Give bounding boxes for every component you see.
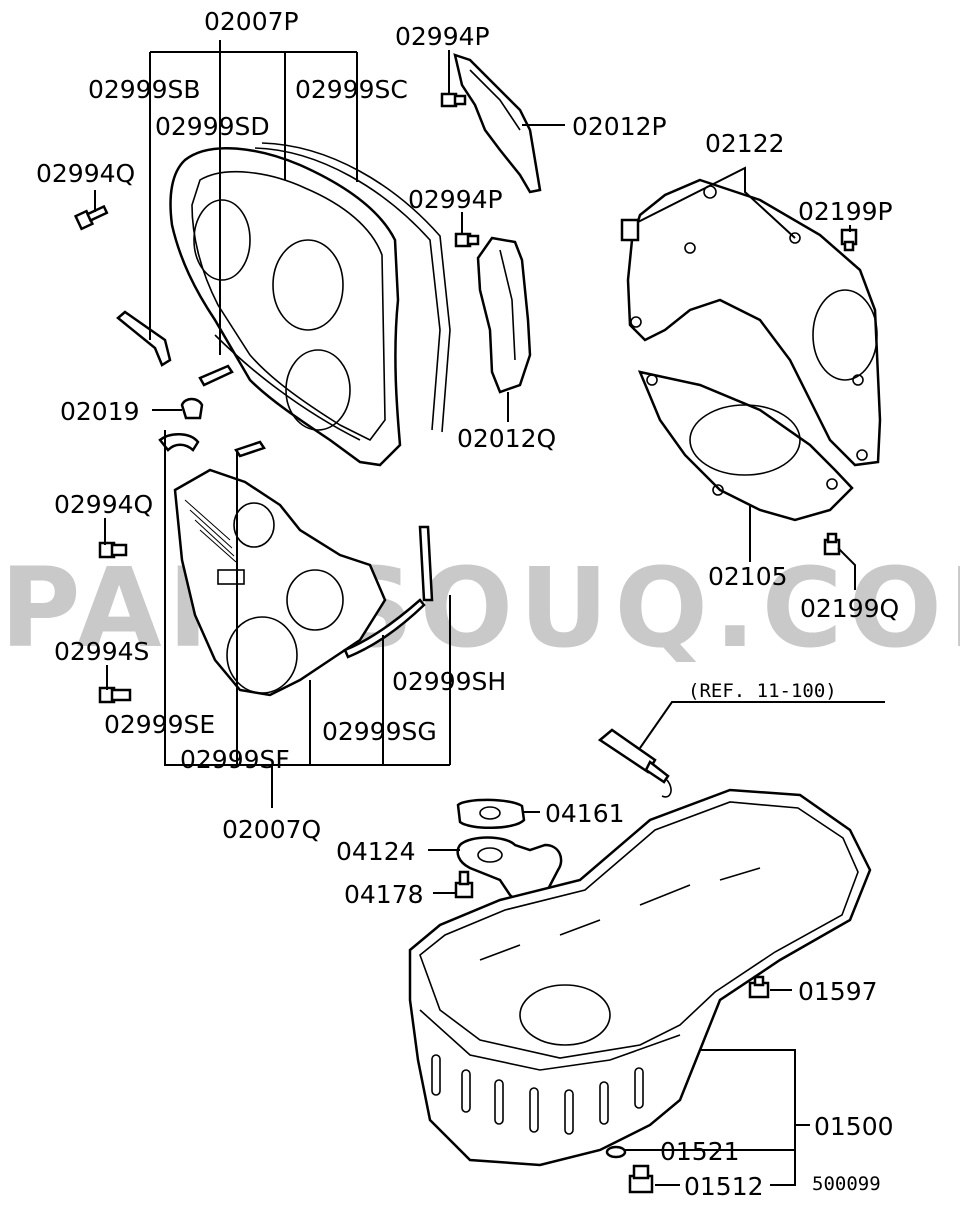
bolt-04178[interactable] <box>454 870 474 899</box>
label-02999SH[interactable]: 02999SH <box>392 667 506 696</box>
upper-timing-cover[interactable] <box>169 142 451 467</box>
bolt-02994P-lower[interactable] <box>454 232 480 248</box>
reference-note: (REF. 11-100) <box>688 680 837 702</box>
label-02007Q[interactable]: 02007Q <box>222 815 321 844</box>
label-02199P[interactable]: 02199P <box>798 197 893 226</box>
bolt-01597[interactable] <box>748 975 770 999</box>
oil-pan-01500[interactable] <box>408 788 872 1167</box>
bolt-02199Q[interactable] <box>823 532 841 556</box>
label-02994Q-lower[interactable]: 02994Q <box>54 490 153 519</box>
label-01512[interactable]: 01512 <box>684 1172 764 1201</box>
label-02019[interactable]: 02019 <box>60 397 140 426</box>
label-02994Q-upper[interactable]: 02994Q <box>36 159 135 188</box>
bolt-02994P-upper[interactable] <box>440 92 467 108</box>
label-02999SE[interactable]: 02999SE <box>104 710 215 739</box>
label-02012Q[interactable]: 02012Q <box>457 424 556 453</box>
leader-lines <box>94 40 885 1186</box>
watermark: PARTSOUQ.COM <box>0 544 960 672</box>
sealant-tube[interactable] <box>597 728 672 798</box>
label-04124[interactable]: 04124 <box>336 837 416 866</box>
label-04178[interactable]: 04178 <box>344 880 424 909</box>
label-02012P[interactable]: 02012P <box>572 112 667 141</box>
bracket-02012P[interactable] <box>453 53 542 194</box>
label-02999SB[interactable]: 02999SB <box>88 75 201 104</box>
label-01500[interactable]: 01500 <box>814 1112 894 1141</box>
label-02999SC[interactable]: 02999SC <box>295 75 408 104</box>
drawing-number: 500099 <box>812 1173 881 1195</box>
lower-timing-cover[interactable] <box>173 468 387 697</box>
gasket-02999SG[interactable] <box>343 598 426 659</box>
label-02999SD[interactable]: 02999SD <box>155 112 270 141</box>
gasket-02999SD[interactable] <box>198 364 234 387</box>
gasket-01521[interactable] <box>605 1145 627 1159</box>
label-02994S[interactable]: 02994S <box>54 637 149 666</box>
bolt-02994Q-lower[interactable] <box>98 541 128 559</box>
oil-screen-04124[interactable] <box>456 836 563 904</box>
part-labels: 02007P 02999SB 02999SC 02999SD 02994Q 02… <box>36 7 899 1201</box>
bolt-02199P[interactable] <box>840 228 858 252</box>
bolt-02994Q-upper[interactable] <box>73 204 109 231</box>
clip-02019[interactable] <box>180 397 204 420</box>
label-02999SF[interactable]: 02999SF <box>180 745 290 774</box>
plate-02105[interactable] <box>637 370 854 522</box>
bolt-02994S[interactable] <box>98 686 132 704</box>
label-01521[interactable]: 01521 <box>660 1137 740 1166</box>
label-02994P-upper[interactable]: 02994P <box>395 22 490 51</box>
drain-plug-01512[interactable] <box>628 1164 654 1194</box>
gasket-02999SB[interactable] <box>116 310 172 367</box>
label-02999SG[interactable]: 02999SG <box>322 717 437 746</box>
label-02122[interactable]: 02122 <box>705 129 785 158</box>
gasket-02999SF[interactable] <box>234 440 266 458</box>
gasket-04161[interactable] <box>456 798 526 830</box>
gasket-02999SH[interactable] <box>418 525 434 602</box>
gasket-02999SE[interactable] <box>158 433 200 452</box>
label-02007P[interactable]: 02007P <box>204 7 299 36</box>
label-04161[interactable]: 04161 <box>545 799 625 828</box>
label-01597[interactable]: 01597 <box>798 977 878 1006</box>
plate-02122[interactable] <box>620 178 882 467</box>
bracket-02012Q[interactable] <box>476 236 532 394</box>
label-02199Q[interactable]: 02199Q <box>800 594 899 623</box>
label-02105[interactable]: 02105 <box>708 562 788 591</box>
label-02994P-lower[interactable]: 02994P <box>408 185 503 214</box>
